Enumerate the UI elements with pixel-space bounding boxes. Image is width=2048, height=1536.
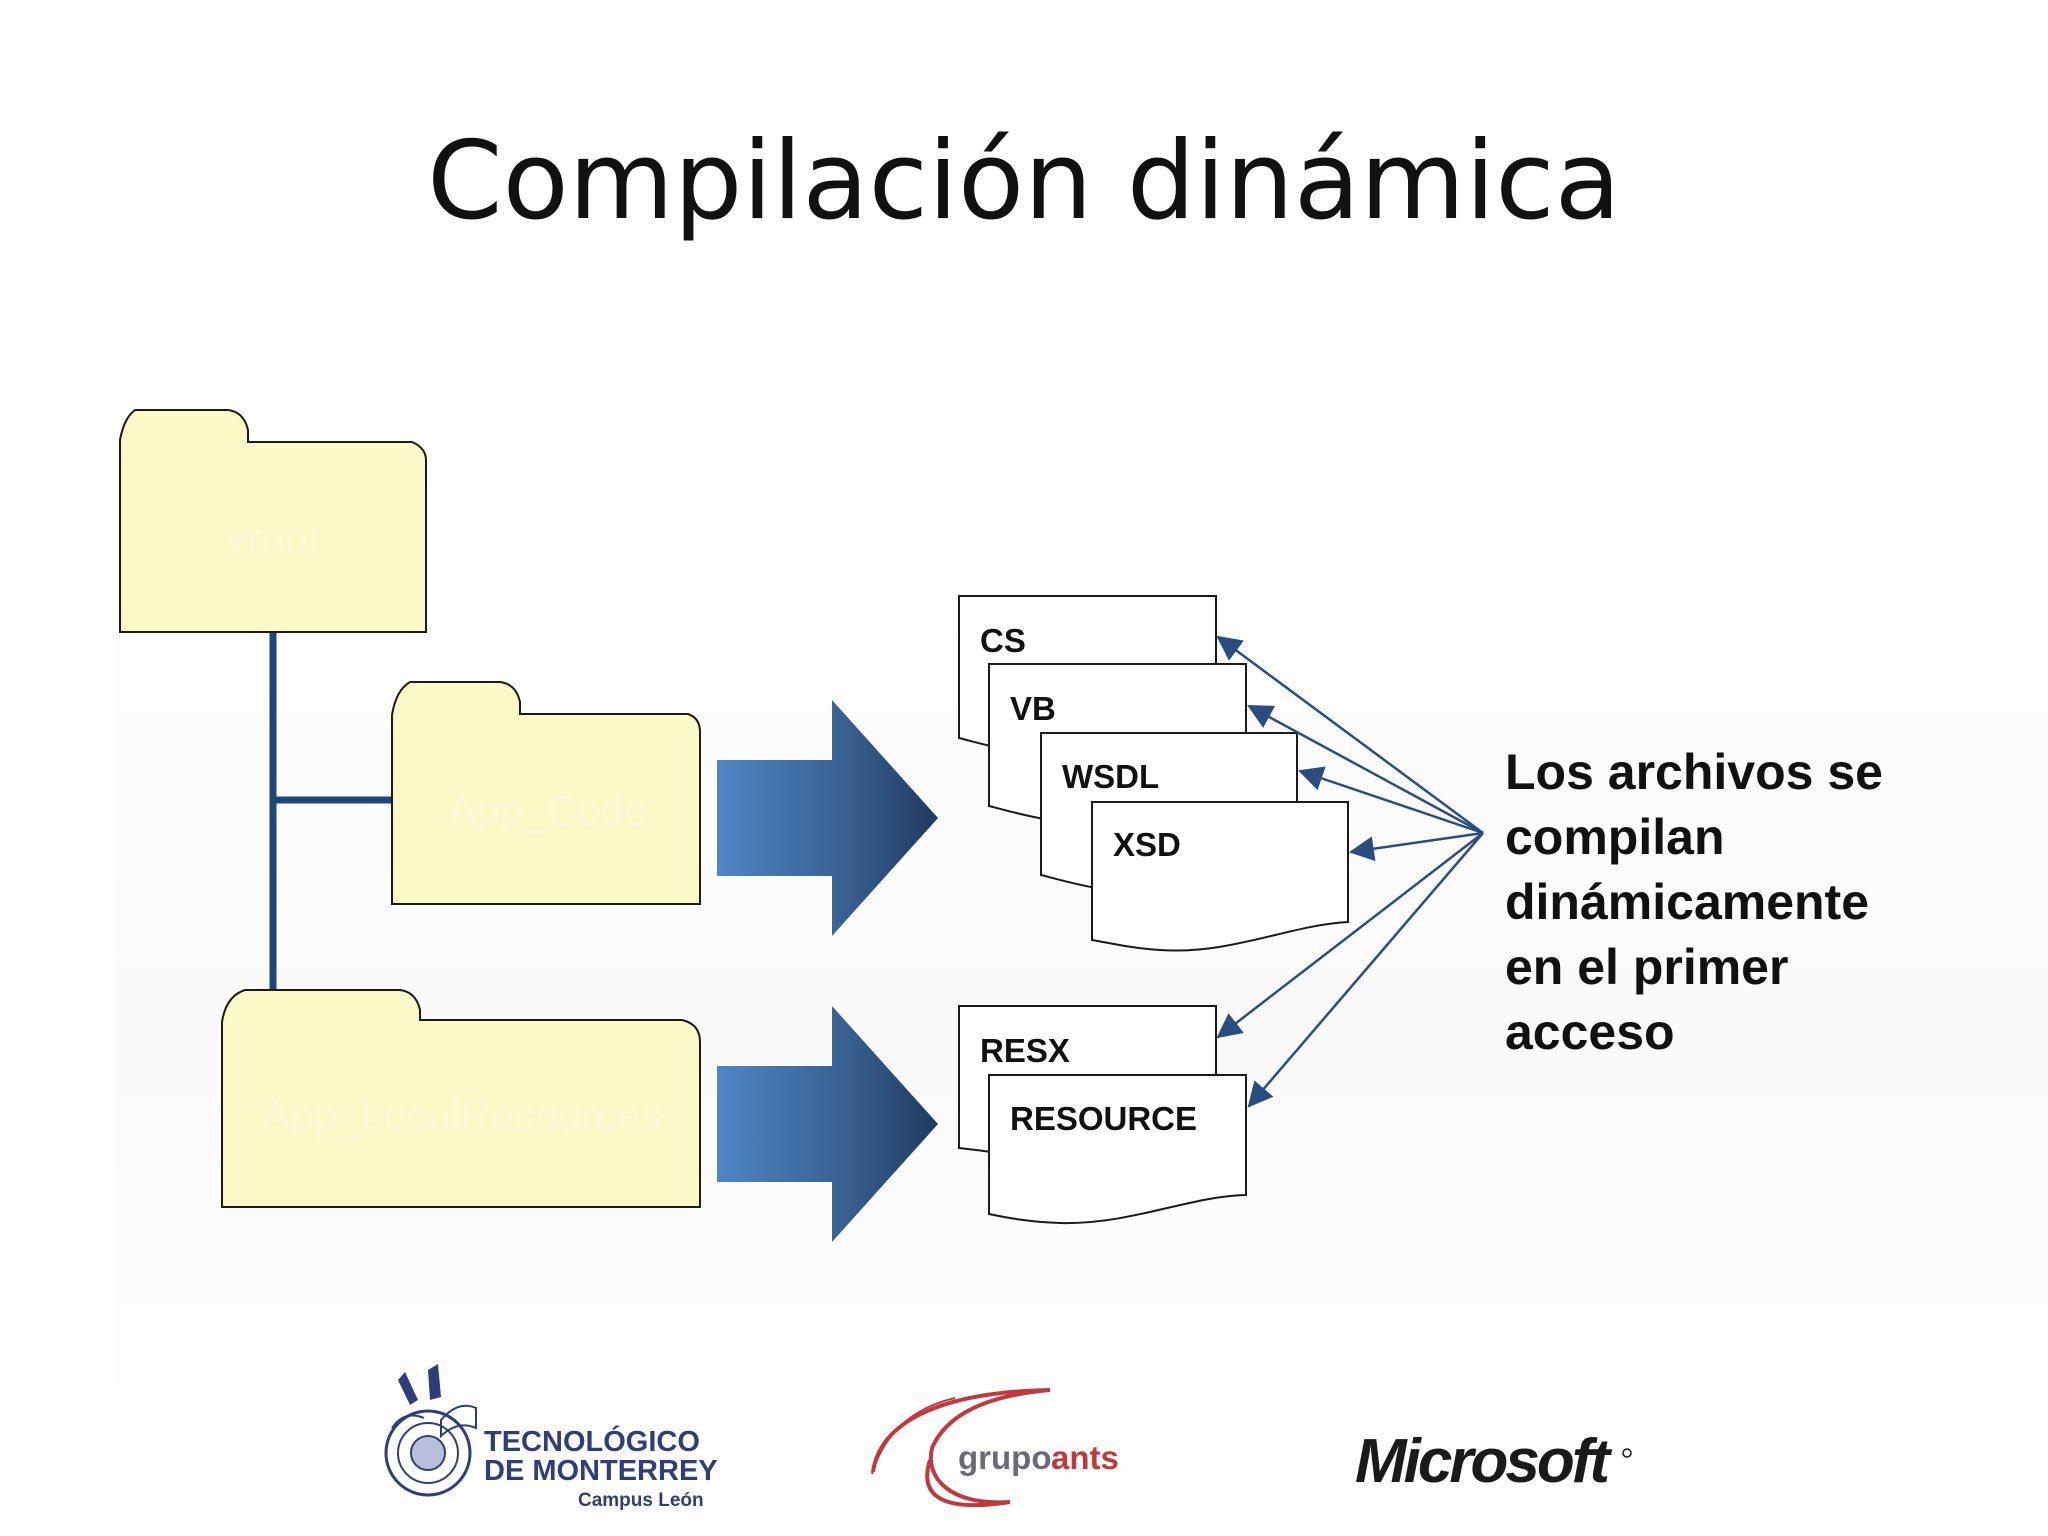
caption-line-3: dinámicamente [1505,874,1870,930]
tec-monterrey-logo: TECNOLÓGICO DE MONTERREY Campus León [384,1364,718,1511]
doc-resource: RESOURCE [988,1074,1247,1225]
doc-label-resx: RESX [980,1032,1070,1069]
grupoants-logo: grupo ants [871,1388,1119,1508]
microsoft-logo: Microsoft [1355,1427,1632,1496]
doc-label-cs: CS [980,622,1026,659]
microsoft-text: Microsoft [1355,1427,1612,1496]
folder-label-vroot: vroot [226,514,320,561]
caption-line-5: acceso [1505,1004,1675,1060]
pointer-arrow-cs [1216,635,1484,835]
caption-text: Los archivos se compilan dinámicamente e… [1505,740,1965,1065]
grupoants-swoosh-icon [871,1388,1051,1508]
doc-label-xsd: XSD [1113,826,1181,863]
caption-line-2: compilan [1505,809,1725,865]
doc-xsd: XSD [1091,801,1349,952]
slide-title: Compilación dinámica [427,119,1621,244]
caption-line-4: en el primer [1505,939,1789,995]
compile-arrow-code [717,700,938,936]
pointer-arrow-xsd [1348,831,1484,862]
doc-label-vb: VB [1010,690,1056,727]
tec-campus: Campus León [578,1490,704,1511]
compile-arrow-resources [717,1006,938,1242]
folder-tree-lines [269,632,392,995]
grupoants-grupo-text: grupo [958,1439,1051,1476]
pointer-arrow-resource [1247,832,1484,1108]
pointer-arrow-wsdl [1298,766,1484,835]
tec-line2: DE MONTERREY [484,1455,718,1487]
doc-label-wsdl: WSDL [1062,758,1159,795]
grupoants-ants-text: ants [1051,1439,1119,1476]
folder-label-app-code: App_Code [449,787,648,834]
folder-app-code: App_Code [391,681,701,905]
folder-vroot: vroot [119,409,427,633]
tec-line1: TECNOLÓGICO [484,1424,700,1458]
tec-seal-icon [384,1364,477,1497]
pointer-arrows [1216,635,1484,1108]
folder-app-localresources: App_LocalResources [221,989,701,1208]
folder-label-app-localresources: App_LocalResources [262,1092,661,1139]
pointer-arrow-vb [1247,704,1484,835]
doc-label-resource: RESOURCE [1010,1100,1197,1137]
pointer-arrow-resx [1216,832,1484,1039]
caption-line-1: Los archivos se [1505,744,1883,800]
